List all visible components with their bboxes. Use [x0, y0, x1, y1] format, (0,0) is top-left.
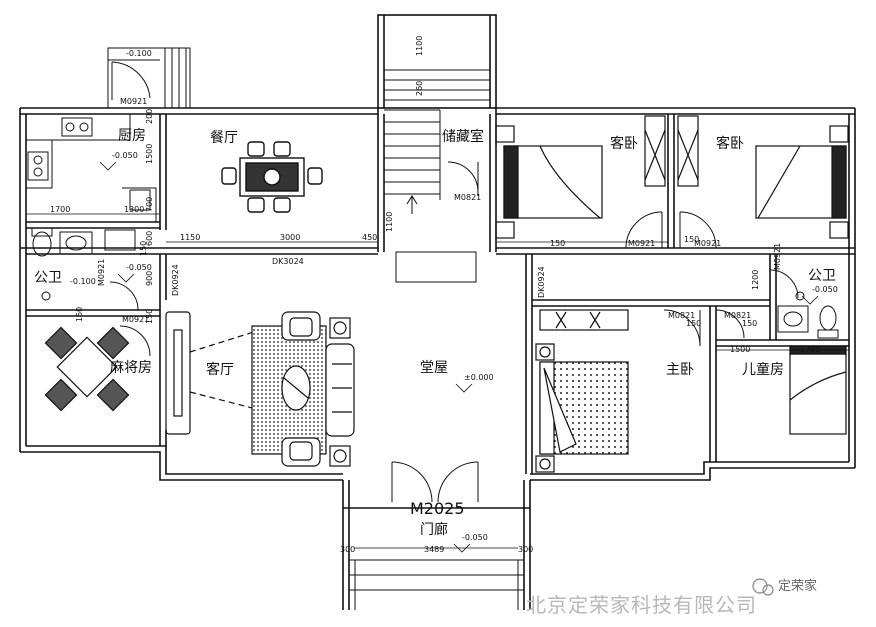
level-hall: ±0.000: [464, 373, 494, 382]
door-code-m2025: M2025: [410, 499, 465, 518]
company-name: 北京定荣家科技有限公司: [526, 593, 757, 617]
dining-table: [221, 141, 323, 213]
dimension-lines: [26, 213, 849, 549]
dim-150-c: 150: [686, 319, 701, 328]
label-kids-room: 儿童房: [742, 361, 784, 378]
label-porch: 门廊: [420, 521, 448, 538]
dim-1500: 1500: [145, 144, 154, 164]
door-code-wc-right-b: M0821: [724, 311, 751, 320]
label-dining: 餐厅: [210, 130, 238, 146]
dim-260: 260: [415, 81, 424, 96]
wc-left-fixtures: [31, 227, 136, 301]
label-guest-bed-1: 客卧: [610, 135, 638, 152]
guest-bed-2: [677, 115, 849, 239]
dim-700: 700: [145, 197, 154, 212]
label-living: 客厅: [206, 361, 234, 378]
walls: [19, 14, 856, 610]
dim-150-d: 150: [742, 319, 757, 328]
dim-1200: 1200: [751, 270, 760, 290]
label-hall: 堂屋: [420, 360, 448, 376]
label-storage: 储藏室: [442, 128, 484, 145]
label-mahjong: 麻将房: [110, 360, 152, 376]
dim-150-g: 150: [145, 309, 154, 324]
living-sofa-set: [251, 311, 355, 467]
door-codes: M0921 M0921 M0921 M0821 M0921 M0921 M082…: [97, 97, 782, 518]
dim-900: 900: [145, 271, 154, 286]
level-wc-left-a: -0.050: [126, 263, 152, 272]
door-code-dk0924-mid: DK0924: [537, 266, 546, 298]
door-swings: [109, 61, 799, 503]
dim-1100-top: 1100: [415, 36, 424, 56]
dimension-texts: 1100 260 1500 200 1700 1300 700 1150 300…: [50, 36, 820, 554]
master-bed: [535, 309, 629, 473]
dim-450: 450: [362, 233, 377, 242]
dim-1300: 1300: [124, 205, 144, 214]
dim-600: 600: [145, 231, 154, 246]
wechat-bubble-icon: [762, 584, 774, 596]
dim-300-a: 300: [340, 545, 355, 554]
label-guest-bed-2: 客卧: [716, 135, 744, 152]
wechat-icon: [752, 578, 768, 594]
door-code-kitchen-entry: M0921: [120, 97, 147, 106]
dim-1500-right: 1500: [730, 345, 750, 354]
porch-steps: [349, 559, 524, 610]
door-code-mahjong: M0921: [122, 315, 149, 324]
dim-300-b: 300: [518, 545, 533, 554]
door-code-dk3024: DK3024: [272, 257, 304, 266]
entry-steps: [107, 47, 191, 109]
door-code-dk0924-left: DK0924: [171, 264, 180, 296]
tv-cabinet: [165, 311, 261, 435]
label-public-wc-left: 公卫: [34, 270, 62, 286]
door-code-wc-right-a: M0921: [773, 243, 782, 270]
door-code-storage: M0821: [454, 193, 481, 202]
dim-150-b: 150: [684, 235, 699, 244]
level-marks: -0.100 -0.050 -0.050 -0.100 -0.050 ±0.00…: [70, 49, 838, 553]
dim-200: 200: [145, 109, 154, 124]
dim-150-e: 150: [139, 241, 148, 256]
dim-1700-right: 1700: [800, 345, 820, 354]
door-code-wc-left: M0921: [97, 259, 106, 286]
wc-right-fixtures: [777, 291, 839, 339]
staircase: [384, 69, 490, 283]
level-porch: -0.050: [462, 533, 488, 542]
label-kitchen: 厨房: [118, 128, 146, 144]
dim-1700-kitchen: 1700: [50, 205, 70, 214]
dim-3489: 3489: [424, 545, 444, 554]
kitchen-counter: [26, 114, 157, 222]
dim-1100-stair: 1100: [385, 212, 394, 232]
door-code-guest-1: M0921: [628, 239, 655, 248]
level-kitchen: -0.050: [112, 151, 138, 160]
level-wc-left-b: -0.100: [70, 277, 96, 286]
dim-150-f: 150: [75, 307, 84, 322]
guest-bed-1: [495, 115, 666, 239]
kids-bed: [789, 345, 847, 435]
level-entry-top: -0.100: [126, 49, 152, 58]
watermark-badge: 定荣家: [752, 578, 817, 596]
level-wc-right: -0.050: [812, 285, 838, 294]
dim-1150: 1150: [180, 233, 200, 242]
watermark-text: 定荣家: [778, 578, 817, 594]
door-code-guest-2: M0921: [694, 239, 721, 248]
label-master-bed: 主卧: [666, 362, 694, 378]
door-code-master: M0821: [668, 311, 695, 320]
dim-150-a: 150: [550, 239, 565, 248]
mahjong-table: [44, 326, 130, 412]
dim-3000: 3000: [280, 233, 300, 242]
label-public-wc-right: 公卫: [808, 268, 836, 284]
